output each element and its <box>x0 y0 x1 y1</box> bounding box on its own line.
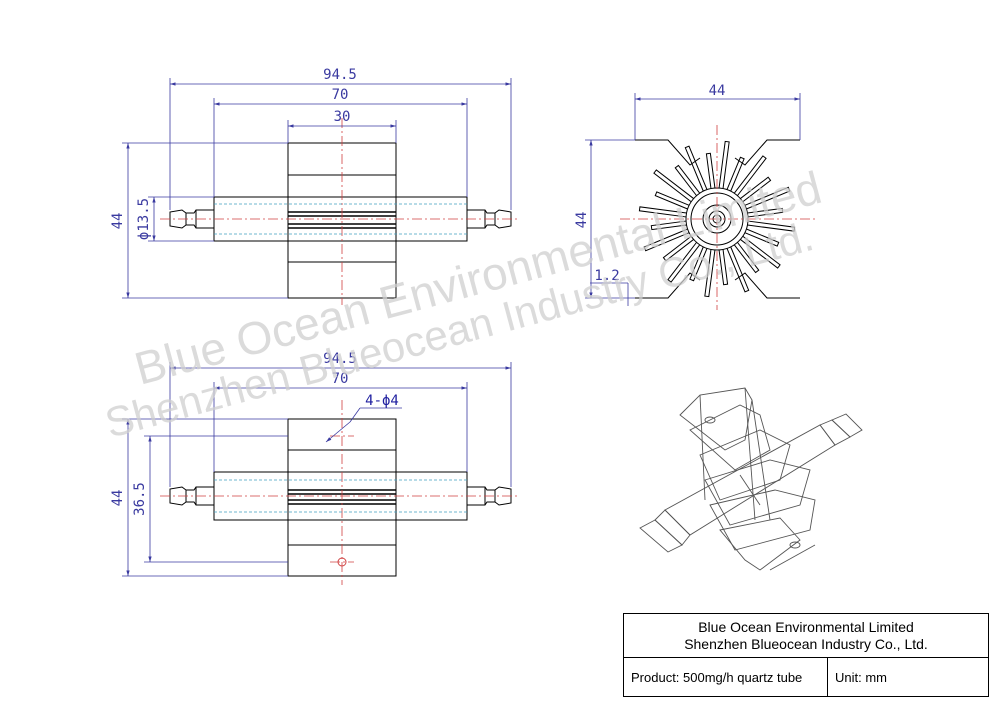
side-view-dimension-lines <box>585 93 801 306</box>
radial-fin <box>747 220 796 232</box>
radial-fin <box>643 228 690 252</box>
radial-fin <box>667 242 701 283</box>
bottom-overall-length-label: 94.5 <box>323 351 357 367</box>
radial-fin <box>733 242 760 274</box>
title-block-company: Blue Ocean Environmental Limited Shenzhe… <box>624 614 988 658</box>
radial-fin <box>674 164 701 196</box>
bottom-holes-label: 4-ϕ4 <box>365 393 399 409</box>
radial-fin <box>718 249 729 286</box>
radial-fin <box>744 228 780 247</box>
radial-fin <box>689 246 708 282</box>
unit-label: Unit: mm <box>835 670 887 685</box>
radial-fin <box>718 140 730 189</box>
side-fins <box>638 140 796 298</box>
front-view-hidden <box>214 203 467 235</box>
bottom-view-hidden <box>214 479 467 513</box>
isometric-view <box>639 387 863 571</box>
bottom-view-centerlines <box>160 400 520 585</box>
radial-fin <box>654 191 690 210</box>
radial-fin <box>726 246 750 293</box>
product-label: Product: 500mg/h quartz tube <box>624 658 828 697</box>
front-fin-width-label: 30 <box>334 109 351 125</box>
front-height-label: 44 <box>110 213 126 230</box>
radial-fin <box>747 207 784 218</box>
radial-fin <box>650 220 687 231</box>
radial-fin <box>733 155 767 196</box>
radial-fin <box>726 156 745 192</box>
radial-fin <box>662 235 694 262</box>
front-view-centerlines <box>160 118 520 305</box>
company-name-cn: Shenzhen Blueocean Industry Co., Ltd. <box>684 635 928 652</box>
radial-fin <box>740 235 781 269</box>
bottom-body-length-label: 70 <box>332 371 349 387</box>
side-height-label: 44 <box>574 212 590 229</box>
radial-fin <box>705 152 716 189</box>
bottom-view-dimension-lines <box>122 362 512 577</box>
front-tube-diameter-label: ϕ13.5 <box>136 198 152 240</box>
radial-fin <box>704 249 716 298</box>
title-block-details: Product: 500mg/h quartz tube Unit: mm <box>624 658 988 697</box>
radial-fin <box>740 176 772 203</box>
title-block: Blue Ocean Environmental Limited Shenzhe… <box>623 613 989 697</box>
front-body-length-label: 70 <box>332 87 349 103</box>
radial-fin <box>744 186 791 210</box>
bottom-hole-spacing-label: 36.5 <box>132 482 148 516</box>
side-view-centerlines <box>620 125 815 310</box>
side-fin-thickness-label: 1.2 <box>594 268 619 284</box>
radial-fin <box>684 145 708 192</box>
radial-fin <box>653 169 694 203</box>
bottom-view <box>169 418 512 577</box>
side-width-label: 44 <box>709 83 726 99</box>
front-overall-length-label: 94.5 <box>323 67 357 83</box>
bottom-height-label: 44 <box>110 490 126 507</box>
front-view-dimension-lines <box>122 78 512 299</box>
company-name-en: Blue Ocean Environmental Limited <box>698 618 914 635</box>
radial-fin <box>638 206 687 218</box>
